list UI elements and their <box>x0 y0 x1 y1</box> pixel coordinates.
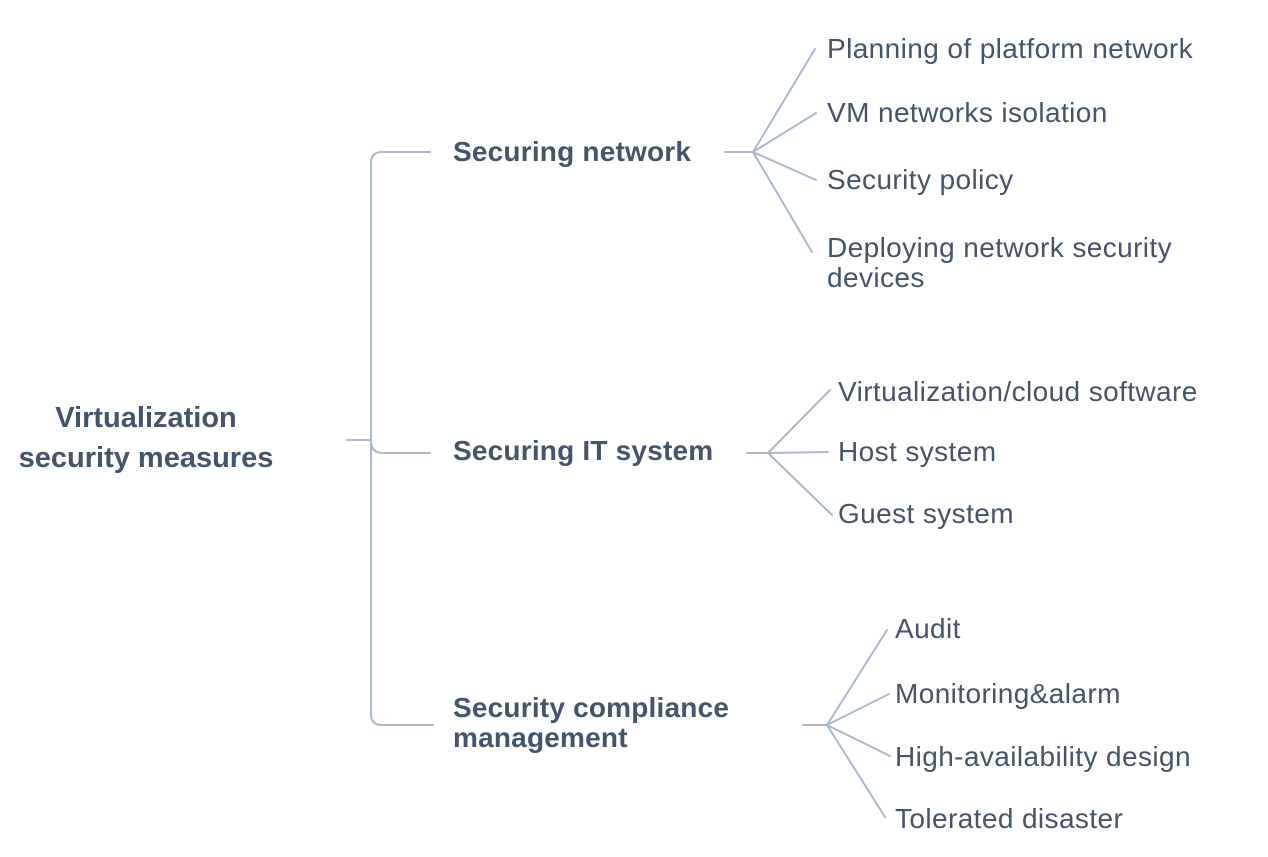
branch-1-leaf-2-line <box>752 112 817 153</box>
branch-3-leaf-4-line <box>826 724 886 818</box>
leaf-node: Guest system <box>838 498 1014 529</box>
leaf-node: Deploying network security devices <box>827 232 1172 293</box>
branch-3-leaf-3-line <box>826 724 891 757</box>
leaf-node: Host system <box>838 436 997 467</box>
branch-1-leaf-1-line <box>752 48 816 153</box>
branch-3-leaf-1-line <box>826 629 888 726</box>
leaf-node: Monitoring&alarm <box>895 678 1121 709</box>
root-node: Virtualization security measures <box>18 402 274 474</box>
branch-node-securing-network: Securing network <box>453 136 692 167</box>
branch-node-securing-it-system: Securing IT system <box>453 435 714 466</box>
branch-2-leaf-3-line <box>767 452 833 516</box>
leaf-node: Security policy <box>827 164 1014 195</box>
leaf-node: Planning of platform network <box>827 33 1194 64</box>
branch-3-leaf-2-line <box>826 693 890 726</box>
leaf-node: Tolerated disaster <box>895 803 1124 834</box>
leaf-node: Virtualization/cloud software <box>838 376 1198 407</box>
branch-2-leaf-1-line <box>767 389 831 454</box>
branch-1-leaf-4-line <box>752 151 813 253</box>
branch-node-security-compliance-management: Security compliance management <box>453 692 730 753</box>
trunk-to-branch-2-connector <box>370 440 431 454</box>
trunk-connector <box>370 151 434 726</box>
leaf-node: High-availability design <box>895 741 1191 772</box>
branch-1-leaf-3-line <box>752 151 817 181</box>
leaf-node: Audit <box>895 613 961 644</box>
branch-2-leaf-2-line <box>767 451 829 454</box>
leaf-node: VM networks isolation <box>827 97 1108 128</box>
